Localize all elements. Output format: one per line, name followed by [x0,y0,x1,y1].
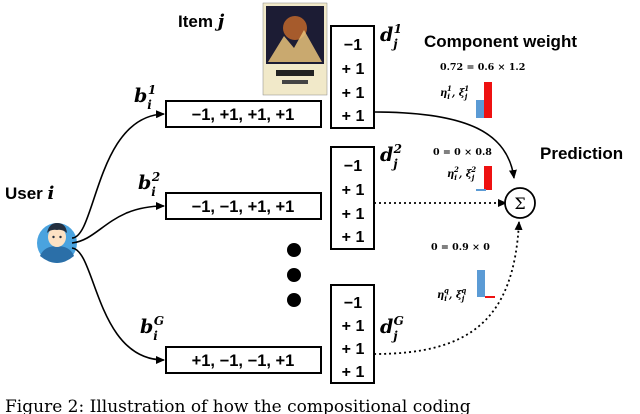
item-code-box-G: −1 + 1 + 1 + 1 [330,284,375,384]
user-code-box-G: +1, −1, −1, +1 [165,346,322,374]
user-code-label-G: biG [140,314,164,343]
item-code-box-1: −1 + 1 + 1 + 1 [330,25,375,129]
weight-equation-1: 0.72 = 0.6 × 1.2 [440,62,525,73]
arrow-user-to-code-2 [71,202,165,244]
item-code-cell: + 1 [342,61,365,78]
component-weight-label: Component weight [424,32,577,51]
item-code-box-2: −1 + 1 + 1 + 1 [330,146,375,250]
component-weights: 0.72 = 0.6 × 1.2 ηi1, ξj1 0 = 0 × 0.8 ηi… [431,62,525,303]
arrow-user-to-code-G [71,247,165,364]
item-code-cell: + 1 [342,108,365,125]
xi-bar [484,82,492,118]
eta-bar [477,270,485,297]
ellipsis-dots [287,243,301,307]
user-code-values-2: −1, −1, +1, +1 [192,198,295,216]
user-code-label-2: bi2 [138,170,160,199]
user-code-label-1: bi1 [134,83,156,112]
weight-equation-q: 0 = 0.9 × 0 [431,242,490,253]
user-code-values-G: +1, −1, −1, +1 [192,352,295,370]
prediction-label: Prediction [540,144,623,163]
user-code-box-2: −1, −1, +1, +1 [165,192,322,220]
eta-bar [476,100,484,118]
item-code-cell: + 1 [342,341,365,358]
user-avatar [37,223,77,263]
sum-symbol: Σ [514,194,525,213]
weight-symbols-q: ηiq, ξjq [437,286,466,303]
item-code-cell: + 1 [342,182,365,199]
item-code-label-2: dj2 [380,142,402,171]
ellipsis-dot [287,268,301,282]
user-code-box-1: −1, +1, +1, +1 [165,100,322,128]
item-code-cell: + 1 [342,206,365,223]
arrow-code-G-to-sum [373,221,523,355]
sum-node: Σ [504,187,536,219]
user-label: User i [5,183,55,204]
xi-bar [484,166,492,190]
movie-poster-image [262,2,328,96]
weight-symbols-2: ηi2, ξj2 [447,165,476,182]
item-code-cell: + 1 [342,229,365,246]
ellipsis-dot [287,243,301,257]
item-code-cell: −1 [344,158,362,175]
item-code-cell: + 1 [342,364,365,381]
item-code-label-G: djG [380,314,404,343]
arrow-user-to-code-1 [71,110,165,239]
item-code-cell: + 1 [342,85,365,102]
item-code-label-1: dj1 [380,22,402,51]
figure-caption: Figure 2: Illustration of how the compos… [5,397,471,414]
user-code-values-1: −1, +1, +1, +1 [192,106,295,124]
item-code-cell: + 1 [342,318,365,335]
item-code-cell: −1 [344,37,362,54]
ellipsis-dot [287,293,301,307]
item-label: Item j [178,11,225,32]
weight-symbols-1: ηi1, ξj1 [440,84,469,101]
weight-equation-2: 0 = 0 × 0.8 [433,147,492,158]
arrow-code-1-to-sum [373,111,517,179]
item-code-cell: −1 [344,295,362,312]
